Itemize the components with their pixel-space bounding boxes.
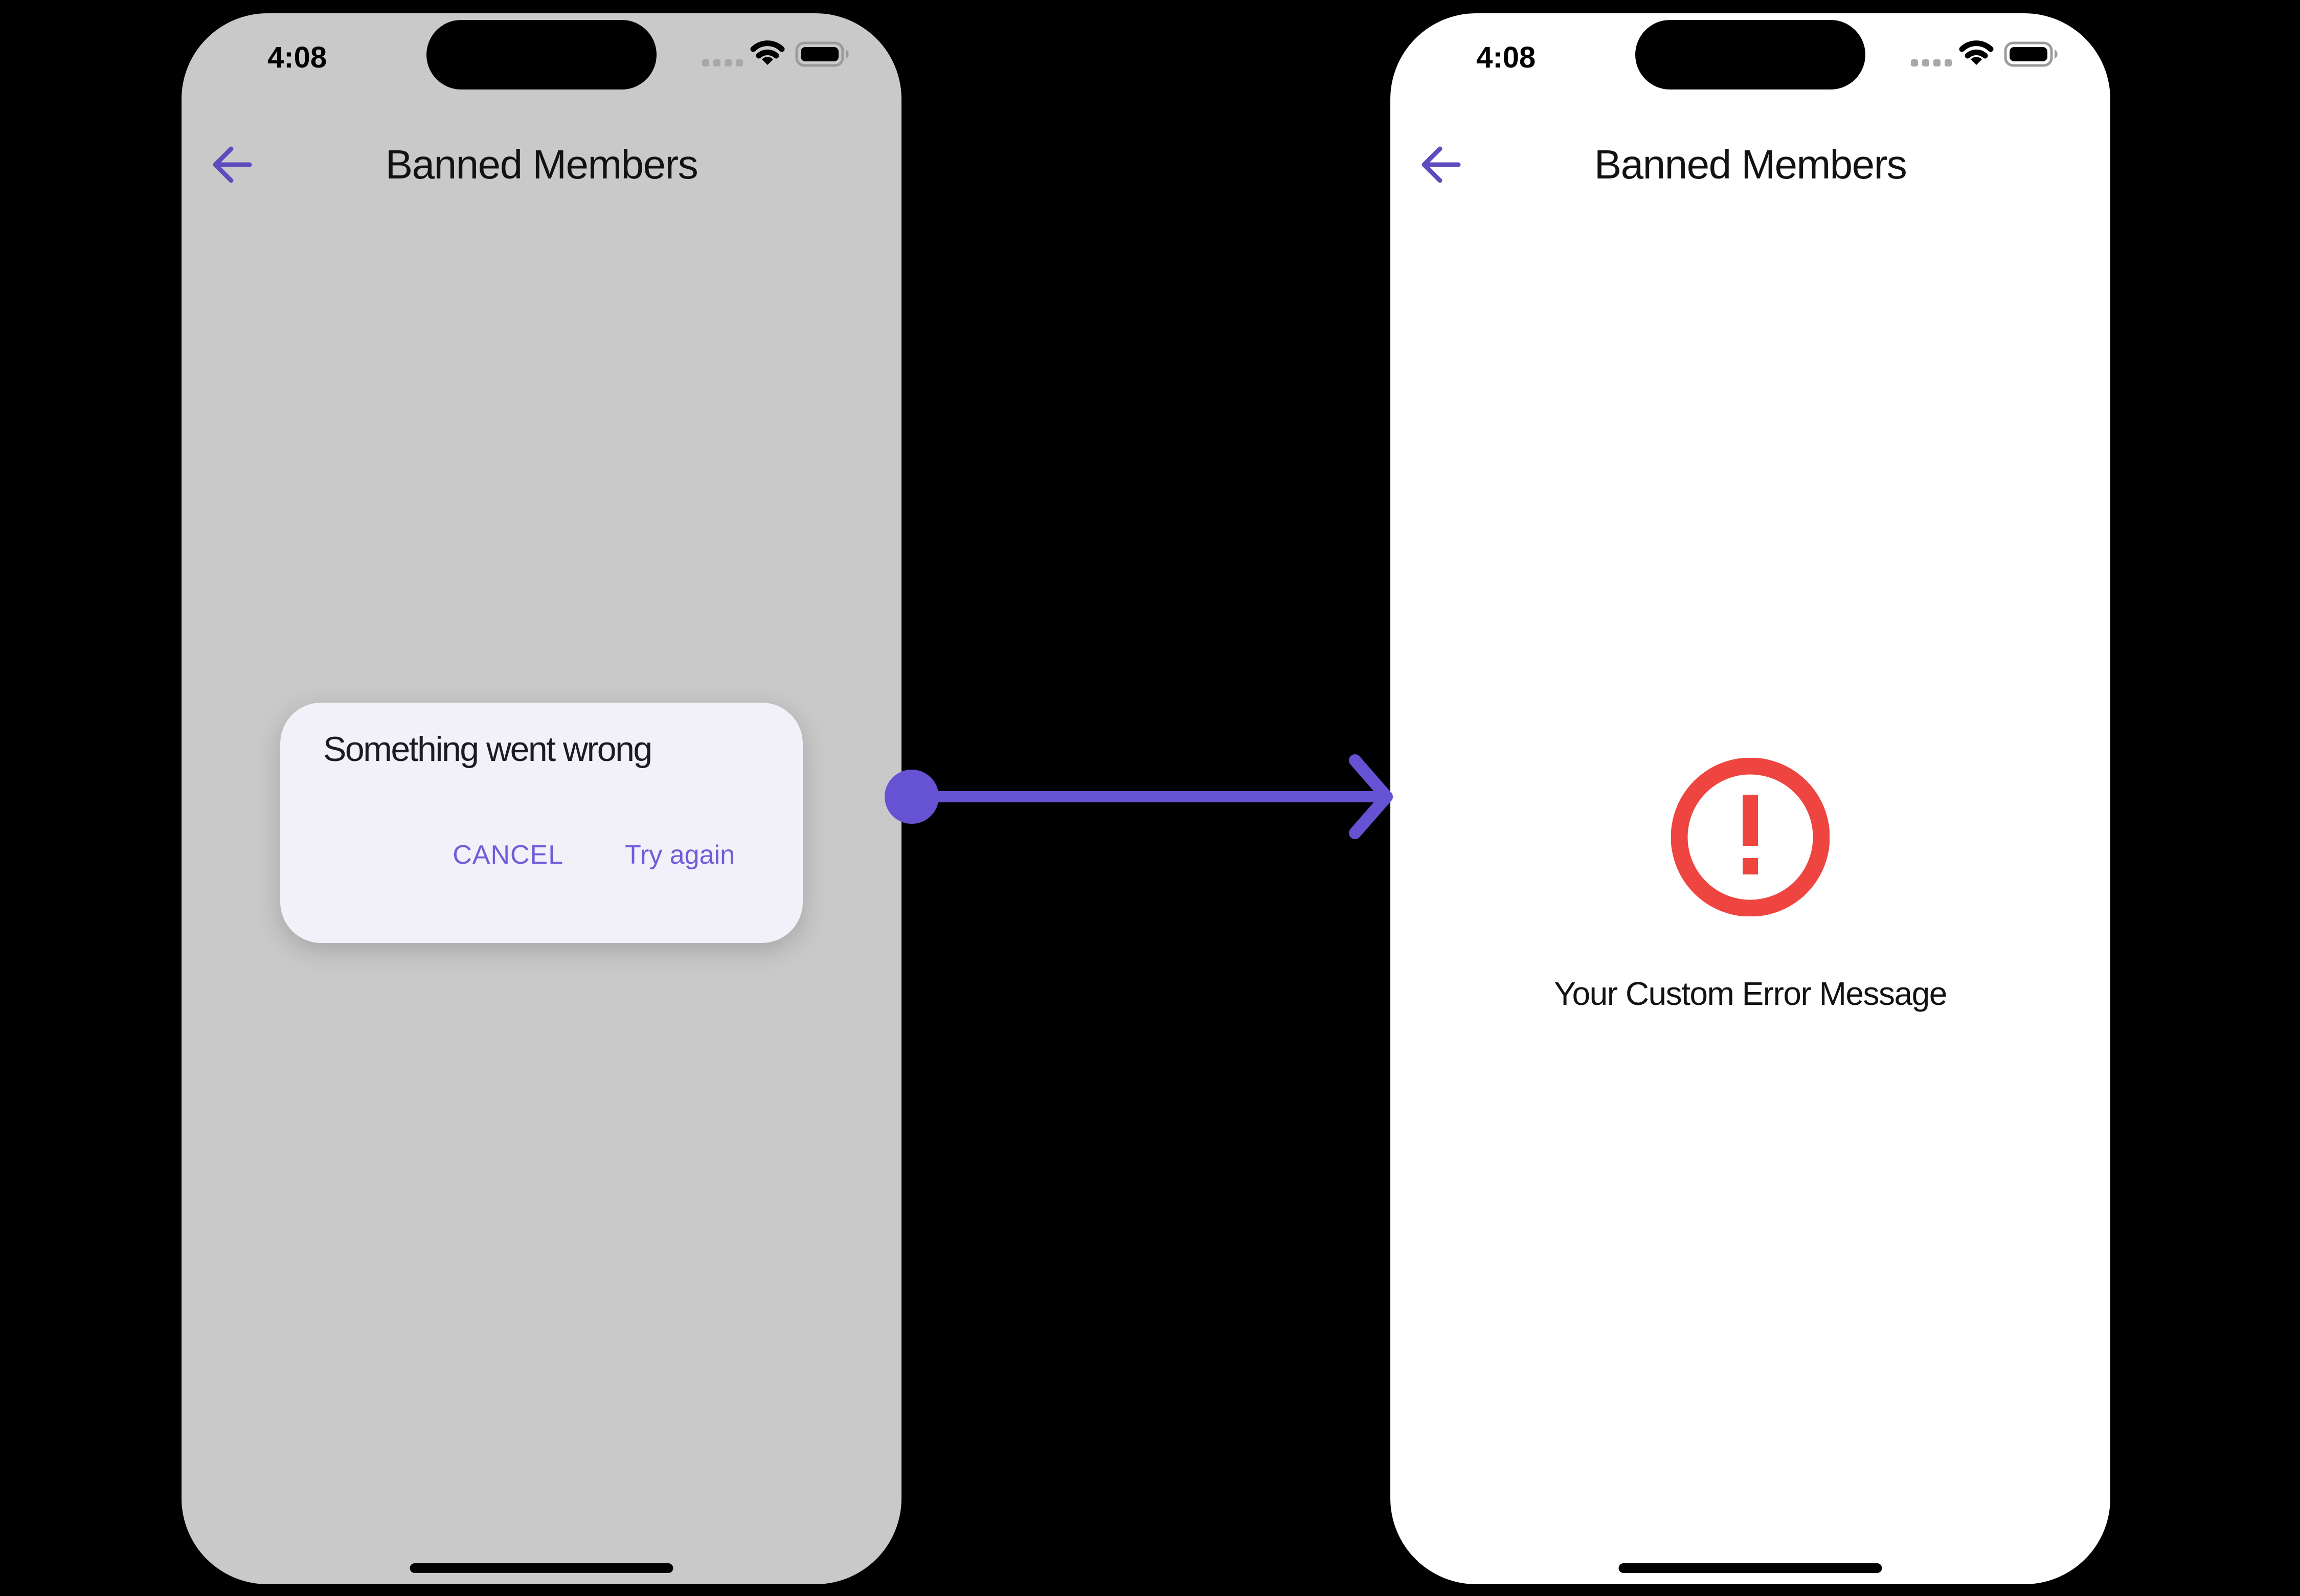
dialog-actions: CANCEL Try again xyxy=(453,840,735,870)
back-button[interactable] xyxy=(1413,138,1466,189)
page-title: Banned Members xyxy=(385,142,698,187)
wifi-icon xyxy=(1959,40,1994,65)
status-time: 4:08 xyxy=(1476,41,1536,74)
error-message: Your Custom Error Message xyxy=(1554,975,1947,1012)
back-arrow-icon xyxy=(1422,146,1461,183)
phone-right: 4:08 Banned Members Your Cu xyxy=(1390,13,2110,1584)
page-title: Banned Members xyxy=(1594,142,1907,187)
dynamic-island xyxy=(426,20,657,89)
battery-icon xyxy=(2004,41,2058,67)
flow-arrow-icon xyxy=(885,754,1393,839)
home-indicator[interactable] xyxy=(1618,1563,1882,1573)
back-button[interactable] xyxy=(204,138,257,189)
cancel-button[interactable]: CANCEL xyxy=(453,840,564,870)
wifi-icon xyxy=(750,40,785,65)
status-time: 4:08 xyxy=(267,41,327,74)
cellular-signal-icon xyxy=(1911,59,1952,66)
back-arrow-icon xyxy=(213,146,252,183)
try-again-button[interactable]: Try again xyxy=(625,840,735,870)
home-indicator[interactable] xyxy=(410,1563,673,1573)
cellular-signal-icon xyxy=(702,59,743,66)
flow-arrow-head xyxy=(1349,754,1393,839)
error-icon xyxy=(1671,758,1830,916)
battery-icon xyxy=(795,41,849,67)
phone-left: 4:08 Banned Members Something went wrong xyxy=(182,13,901,1584)
dynamic-island xyxy=(1635,20,1865,89)
dialog-title: Something went wrong xyxy=(323,730,652,769)
error-dialog: Something went wrong CANCEL Try again xyxy=(280,703,803,943)
